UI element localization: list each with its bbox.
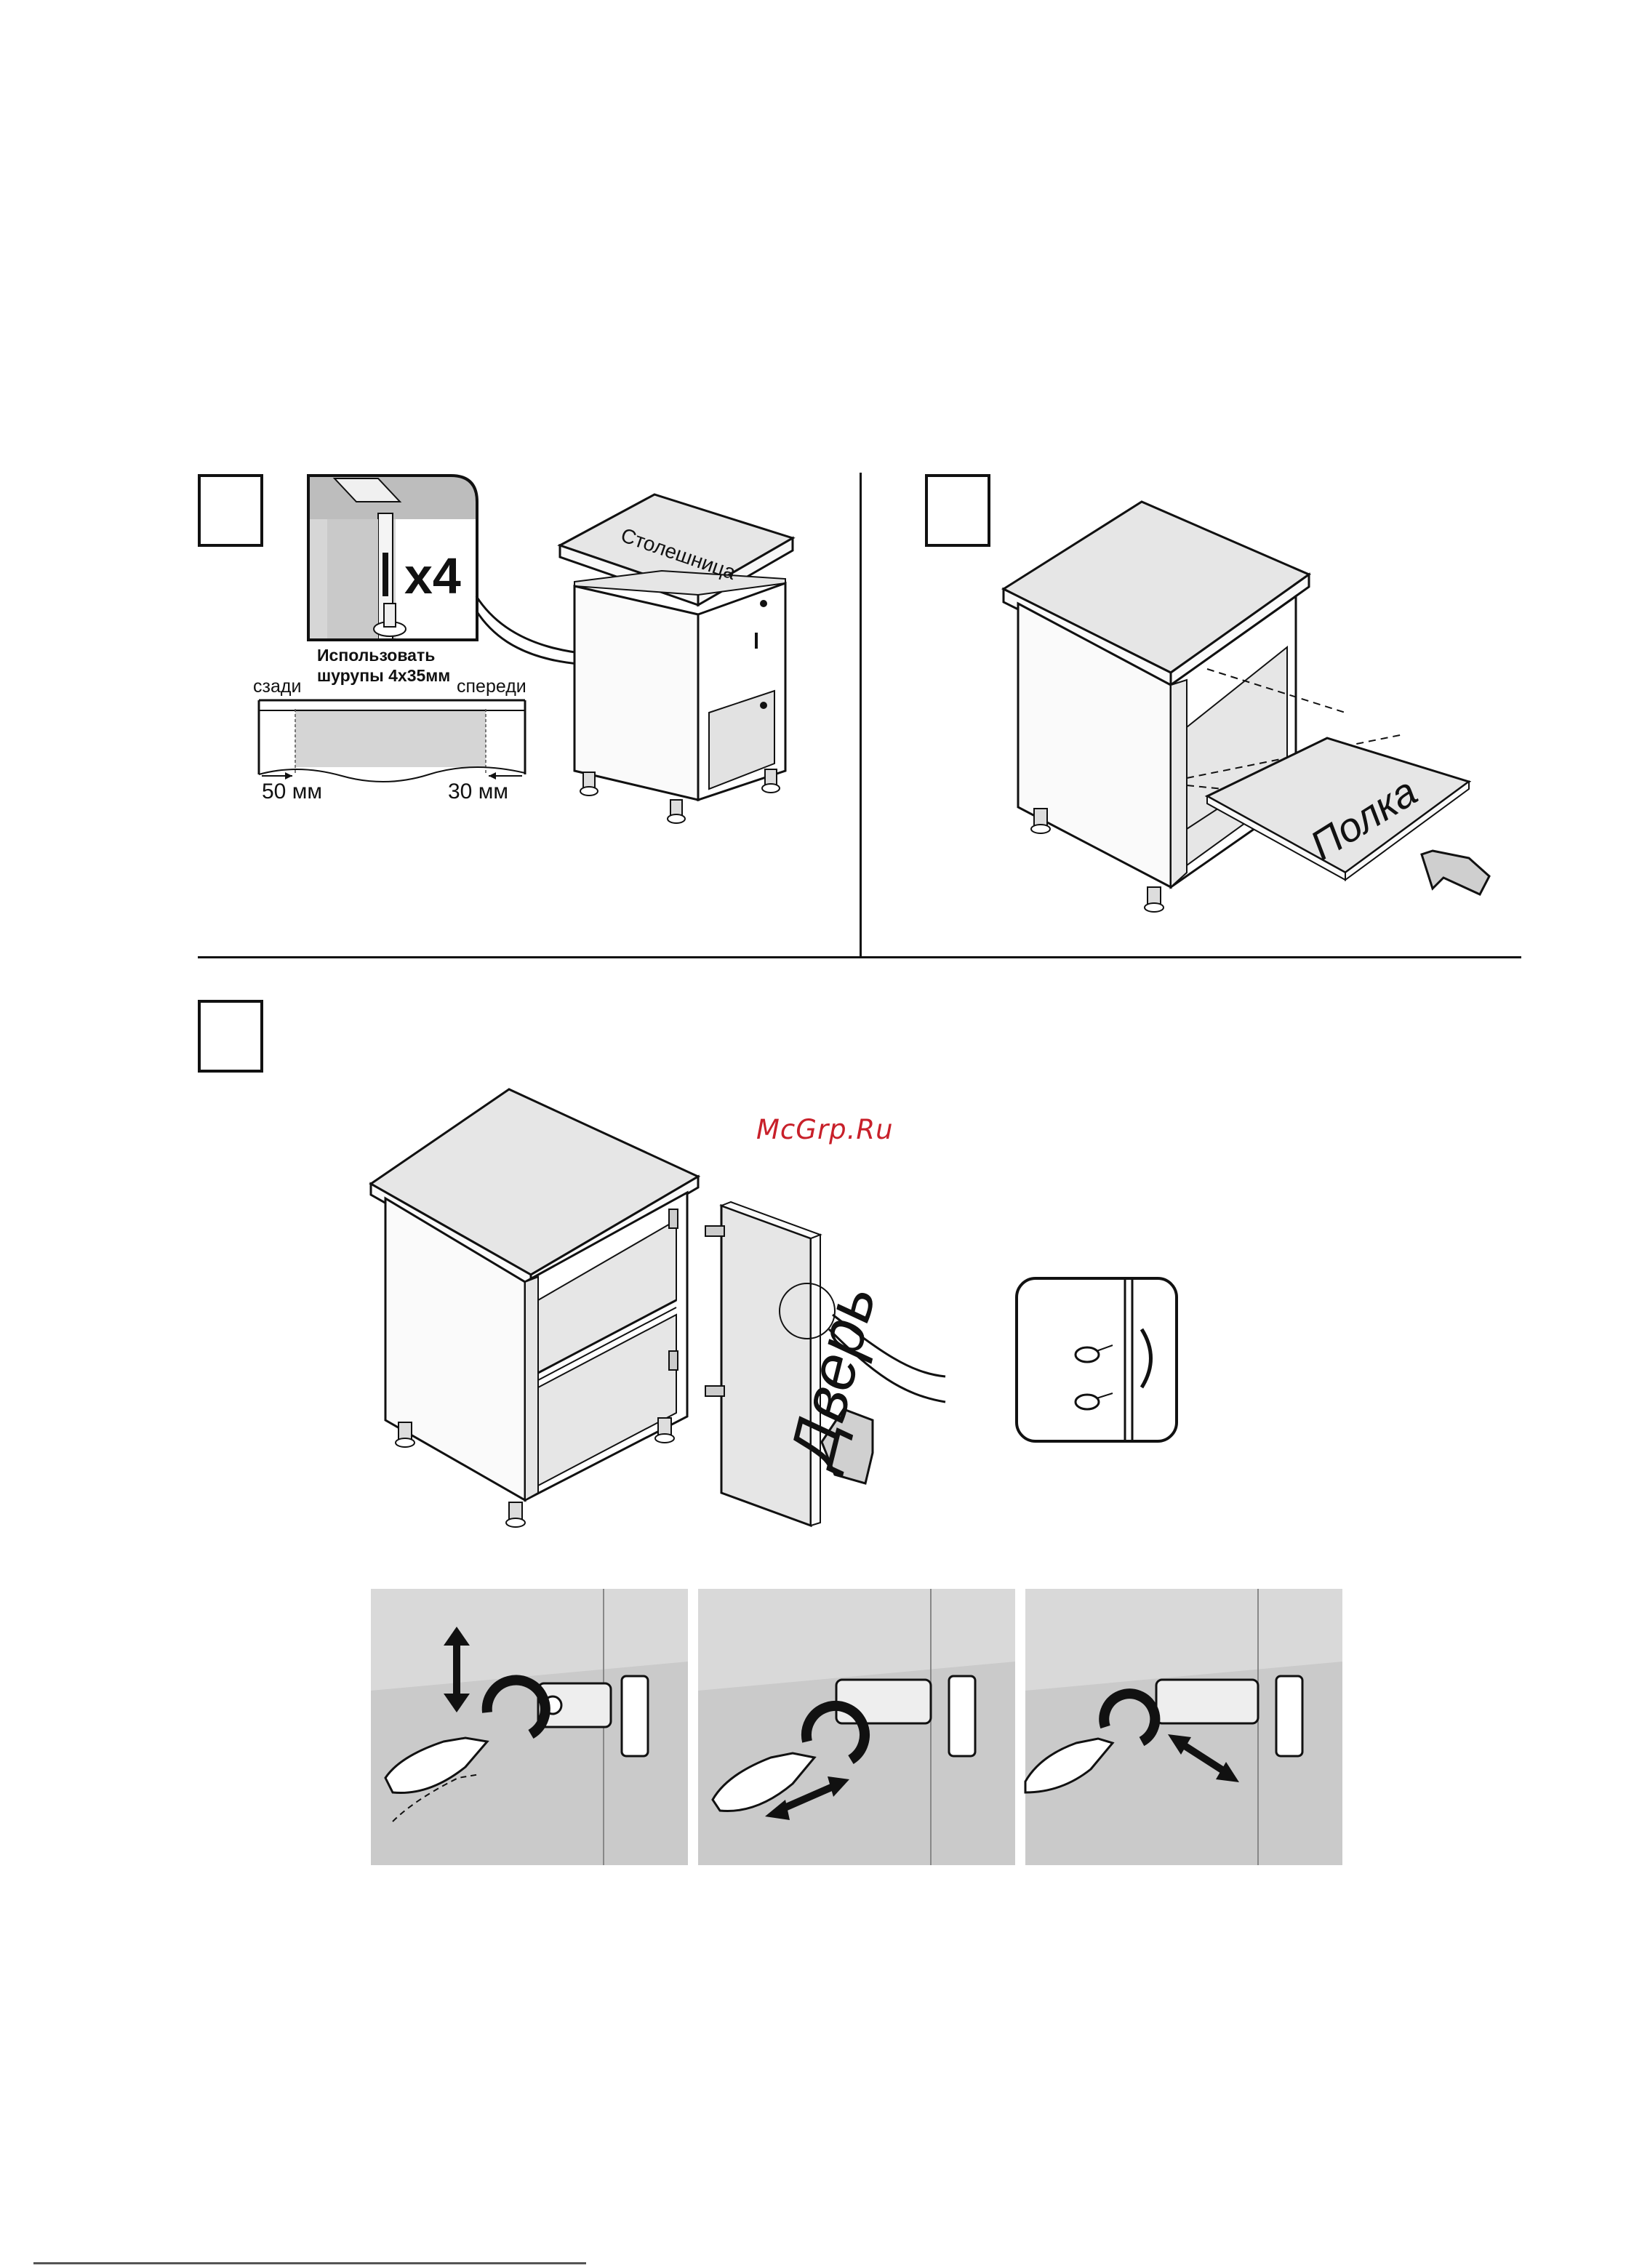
- rear-offset-value: 50 мм: [262, 780, 322, 804]
- cabinet-door-illustration: [364, 1082, 1207, 1547]
- vertical-divider: [860, 473, 862, 956]
- screw-note-line1: Использовать: [317, 646, 435, 665]
- insert-arrow-icon: [1422, 851, 1489, 894]
- hinge-adjust-panel-side: [698, 1589, 1015, 1865]
- step-number-box-3: [198, 1000, 263, 1073]
- zoom-multiplier-label: x4: [404, 547, 461, 605]
- hinge-adjust-panel-vertical: [371, 1589, 688, 1865]
- front-offset-value: 30 мм: [448, 780, 508, 804]
- screw-note-line2: шурупы 4x35мм: [317, 666, 450, 686]
- cabinet-countertop-illustration: [553, 480, 814, 829]
- watermark-text: McGrp.Ru: [756, 1114, 894, 1145]
- countertop-offset-diagram: [255, 694, 531, 789]
- step-number-box-2: [925, 474, 990, 547]
- bottom-rule: [33, 2262, 586, 2264]
- horizontal-divider: [198, 956, 1521, 958]
- cabinet-shelf-illustration: [996, 494, 1491, 923]
- step-number-box-1: [198, 474, 263, 547]
- hinge-adjust-panel-depth: [1025, 1589, 1342, 1865]
